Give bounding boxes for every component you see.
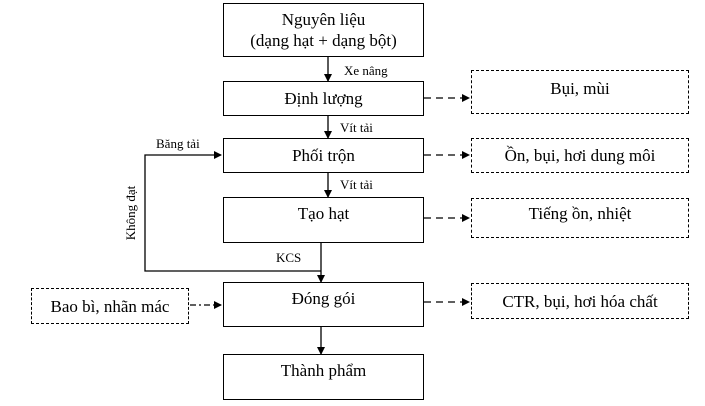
node-tao-hat-label: Tạo hạt xyxy=(297,203,350,223)
node-phoi-tron: Phối trộn xyxy=(223,138,424,173)
edge-label-bang-tai: Băng tải xyxy=(156,136,200,151)
node-nguyen-lieu-line2: (dạng hạt + dạng bột) xyxy=(250,31,397,50)
edge-label-khong-dat: Không đạt xyxy=(123,185,138,241)
emission-dinh-luong-label: Bụi, mùi xyxy=(550,79,610,98)
node-dong-goi: Đóng gói xyxy=(223,282,424,327)
emission-tao-hat: Tiếng ồn, nhiệt xyxy=(471,198,689,238)
emission-dong-goi-label: CTR, bụi, hơi hóa chất xyxy=(502,291,658,311)
emission-tao-hat-label: Tiếng ồn, nhiệt xyxy=(528,203,632,223)
edge-label-xe-nang: Xe nâng xyxy=(344,63,388,78)
emission-dinh-luong: Bụi, mùi xyxy=(471,70,689,114)
edge-label-vit-tai-2: Vít tải xyxy=(340,177,373,192)
input-bao-bi-label: Bao bì, nhãn mác xyxy=(50,296,170,316)
node-nguyen-lieu: Nguyên liệu (dạng hạt + dạng bột) xyxy=(223,3,424,57)
node-dong-goi-label: Đóng gói xyxy=(291,289,356,308)
edge-label-vit-tai-1: Vít tải xyxy=(340,120,373,135)
edge-label-kcs: KCS xyxy=(276,250,302,265)
node-thanh-pham: Thành phẩm xyxy=(223,354,424,400)
emission-dong-goi: CTR, bụi, hơi hóa chất xyxy=(471,283,689,319)
node-phoi-tron-label: Phối trộn xyxy=(292,146,355,165)
emission-phoi-tron-label: Ồn, bụi, hơi dung môi xyxy=(504,146,656,165)
node-dinh-luong-label: Định lượng xyxy=(284,89,363,108)
node-thanh-pham-label: Thành phẩm xyxy=(280,360,367,380)
input-bao-bi: Bao bì, nhãn mác xyxy=(31,288,189,324)
node-nguyen-lieu-line1: Nguyên liệu xyxy=(281,10,366,29)
node-dinh-luong: Định lượng xyxy=(223,81,424,116)
arrow-feedback-loop xyxy=(144,151,321,272)
emission-phoi-tron: Ồn, bụi, hơi dung môi xyxy=(471,138,689,173)
node-tao-hat: Tạo hạt xyxy=(223,197,424,243)
